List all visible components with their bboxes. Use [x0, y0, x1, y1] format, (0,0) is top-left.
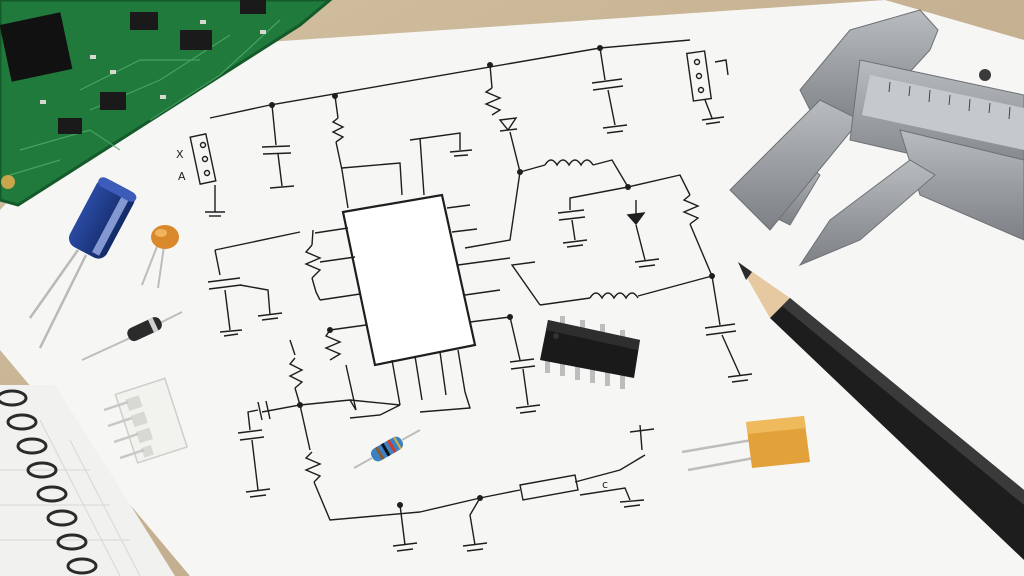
dip-ic-chip-icon	[540, 316, 640, 389]
film-capacitor-icon	[681, 416, 810, 472]
pencil-icon	[738, 262, 1024, 560]
connector-symbol-right	[685, 50, 713, 102]
junction-dots	[269, 45, 715, 508]
pin-label-x: X	[176, 148, 184, 161]
diode-component-icon	[81, 311, 183, 361]
diode-symbol-top	[498, 117, 518, 132]
ic-symbol	[341, 193, 477, 367]
caliper-icon	[729, 9, 1024, 267]
ceramic-capacitor-icon	[141, 225, 179, 289]
pin-label-a: A	[178, 170, 186, 183]
marking-c: c	[602, 478, 608, 491]
resistor-component-icon	[353, 429, 421, 469]
pcb-main-chip-icon	[0, 12, 73, 82]
inductor-symbol-bottom	[589, 292, 639, 300]
notebook-spiral-icon	[0, 389, 98, 575]
connector-symbol-left	[189, 133, 217, 185]
circuit-schematic	[189, 39, 753, 552]
connector-component-icon	[103, 377, 189, 464]
electrolytic-capacitor-icon	[28, 177, 137, 349]
pcb-board	[0, 0, 333, 207]
spiral-notebook	[0, 385, 175, 576]
resistor-symbol-bottom	[519, 474, 579, 501]
inductor-symbol-top	[544, 159, 594, 167]
